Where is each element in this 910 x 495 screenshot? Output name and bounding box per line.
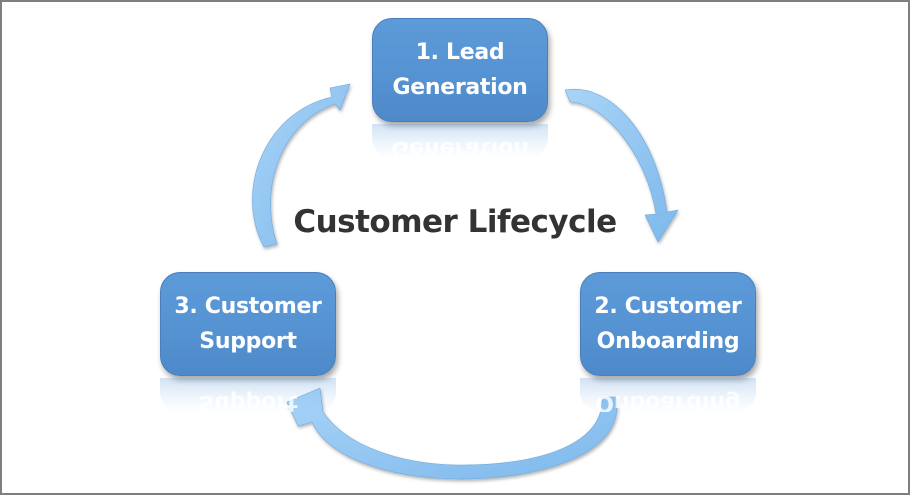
arrow-onboarding-to-support	[286, 387, 618, 480]
reflection-text: Generation	[390, 136, 530, 158]
reflection-text: Onboarding	[595, 390, 741, 412]
step-customer-onboarding-line1: 2. Customer	[594, 294, 742, 319]
reflection-text: Support	[198, 390, 298, 412]
arrow-lead-to-onboarding	[564, 88, 679, 243]
step-customer-onboarding: 2. Customer Onboarding	[580, 272, 756, 376]
step-customer-support-reflection: Support	[160, 378, 336, 412]
step-customer-support-line1: 3. Customer	[174, 294, 322, 319]
diagram-title: Customer Lifecycle	[293, 204, 617, 240]
step-lead-generation: 1. Lead Generation	[372, 18, 548, 122]
arrow-support-to-lead	[252, 83, 351, 248]
step-customer-onboarding-line2: Onboarding	[596, 329, 740, 354]
step-lead-generation-line1: 1. Lead	[415, 40, 505, 65]
step-lead-generation-line2: Generation	[392, 75, 528, 100]
step-customer-support-line2: Support	[199, 329, 297, 354]
step-customer-support: 3. Customer Support	[160, 272, 336, 376]
step-customer-onboarding-reflection: Onboarding	[580, 378, 756, 412]
step-lead-generation-reflection: Generation	[372, 124, 548, 158]
